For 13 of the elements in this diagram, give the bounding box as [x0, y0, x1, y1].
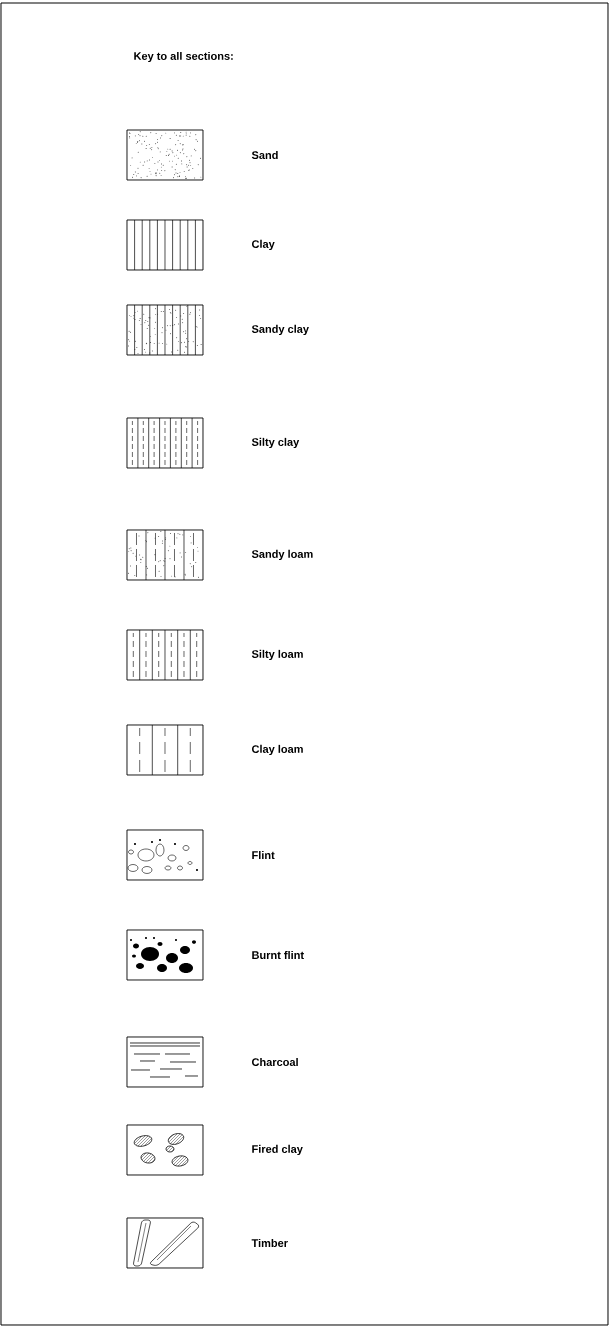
key-title: Key to all sections: — [134, 51, 233, 63]
legend-label: Sandy clay — [251, 324, 309, 336]
legend-label: Burnt flint — [252, 950, 304, 960]
legend-label: Fired clay — [252, 1144, 303, 1156]
legend-label: Sandy loam — [251, 549, 313, 561]
legend-label: Clay — [252, 239, 275, 251]
legend-label: Silty clay — [251, 437, 300, 449]
legend-label: Charcoal — [252, 1057, 298, 1067]
legend-label: Sand — [251, 150, 278, 160]
legend-label: Timber — [251, 1238, 288, 1248]
legend-label: Flint — [252, 850, 275, 859]
legend-label: Clay loam — [252, 744, 303, 756]
legend-label: Silty loam — [251, 649, 303, 661]
